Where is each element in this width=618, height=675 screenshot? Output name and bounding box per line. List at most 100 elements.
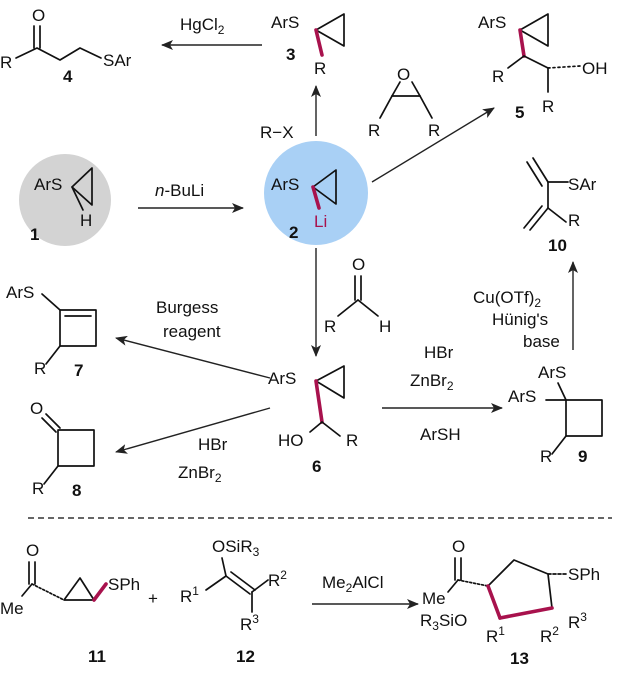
c-r-bond bbox=[314, 28, 324, 57]
carbonyl-bond-2 bbox=[45, 413, 61, 429]
r-label: R bbox=[0, 53, 12, 72]
cyclopropane-ring bbox=[315, 365, 345, 399]
reagent-arsh: ArSH bbox=[420, 425, 461, 444]
ars-label: ArS bbox=[6, 283, 34, 302]
reagent-znbr2: ZnBr2 bbox=[410, 371, 454, 393]
ars-label: ArS bbox=[271, 175, 299, 194]
epoxide-r-bond-2 bbox=[419, 95, 433, 119]
compound-number: 4 bbox=[63, 67, 73, 86]
compound-9: ArS ArS R 9 bbox=[508, 363, 603, 466]
ring-carbinol-bond bbox=[314, 379, 324, 424]
c-r1-bond bbox=[205, 575, 227, 591]
wedge-bond bbox=[92, 582, 108, 602]
cyclopropane-ring bbox=[312, 169, 337, 205]
sph-label: SPh bbox=[568, 565, 600, 584]
c-h-bond bbox=[357, 299, 379, 317]
epoxide-co-bond bbox=[391, 81, 401, 97]
ars-label: ArS bbox=[478, 13, 506, 32]
ars-label: ArS bbox=[271, 13, 299, 32]
osir3-label: OSiR3 bbox=[212, 537, 260, 559]
ring-chain-bond bbox=[518, 28, 526, 58]
h-label: H bbox=[379, 317, 391, 336]
c-li-bond bbox=[311, 185, 321, 210]
diene-bond bbox=[532, 157, 549, 183]
reagent-nbuli: n-BuLi bbox=[155, 181, 204, 200]
compound-number: 11 bbox=[88, 647, 106, 666]
r2-label: R2 bbox=[540, 624, 559, 646]
arrow-6-to-7 bbox=[115, 335, 271, 379]
c-r-bond bbox=[43, 465, 59, 485]
li-label: Li bbox=[314, 212, 327, 231]
sar-label: SAr bbox=[568, 175, 597, 194]
r-label: R bbox=[346, 431, 358, 450]
c-r-bond bbox=[547, 207, 567, 223]
r-label: R bbox=[34, 359, 46, 378]
compound-12: OSiR3 R1 R2 R3 12 bbox=[180, 537, 287, 666]
compound-10: SAr R 10 bbox=[523, 157, 597, 255]
start-circle bbox=[19, 154, 111, 246]
carbon-chain bbox=[15, 47, 102, 61]
c-oh-bond bbox=[309, 421, 323, 433]
hashed-bond bbox=[31, 583, 65, 601]
c-o-bond bbox=[221, 557, 227, 577]
r-label-2: R bbox=[542, 97, 554, 116]
compound-number: 8 bbox=[72, 481, 81, 500]
ars-label: ArS bbox=[34, 175, 62, 194]
o-label: O bbox=[452, 537, 465, 556]
compound-number: 9 bbox=[578, 447, 587, 466]
reagent-burgess-2: reagent bbox=[163, 322, 221, 341]
c-r-bond bbox=[507, 55, 525, 69]
ars-label-2: ArS bbox=[508, 387, 536, 406]
compound-number: 2 bbox=[289, 223, 298, 242]
carbonyl-bond bbox=[41, 417, 57, 433]
diene-bond-2 bbox=[526, 161, 543, 187]
compound-number: 6 bbox=[312, 457, 321, 476]
c-s-bond bbox=[41, 293, 61, 311]
c-r2-bond bbox=[251, 579, 269, 593]
compound-number: 13 bbox=[510, 649, 529, 668]
r1-label: R1 bbox=[180, 584, 199, 606]
compound-3: ArS R 3 bbox=[271, 13, 345, 78]
reagent-hbr: HBr bbox=[198, 435, 228, 454]
chain-bond bbox=[523, 55, 549, 69]
compound-number: 12 bbox=[236, 647, 255, 666]
r-label: R bbox=[540, 447, 552, 466]
compound-5: ArS R R OH 5 bbox=[478, 13, 608, 122]
r-label: R bbox=[568, 211, 580, 230]
o-label: O bbox=[30, 399, 43, 418]
epoxide-co-bond-2 bbox=[411, 81, 421, 97]
reagent-burgess: Burgess bbox=[156, 298, 218, 317]
h-label: H bbox=[80, 211, 92, 230]
r2-label: R2 bbox=[268, 568, 287, 590]
c-s-bond bbox=[557, 382, 567, 401]
c-r-bond bbox=[337, 299, 359, 317]
compound-4: O R SAr 4 bbox=[0, 6, 132, 86]
oh-label: OH bbox=[582, 59, 608, 78]
o-label: O bbox=[26, 541, 39, 560]
ch-bond bbox=[71, 186, 84, 211]
cyclopropane-ring bbox=[63, 577, 95, 601]
alkene-bond bbox=[225, 575, 251, 595]
sar-label: SAr bbox=[103, 51, 132, 70]
r3-label: R3 bbox=[240, 612, 259, 634]
compound-1: ArS H 1 bbox=[19, 154, 111, 246]
new-bond-1 bbox=[486, 584, 502, 620]
ars-label: ArS bbox=[538, 363, 566, 382]
compound-11: O Me SPh 11 bbox=[0, 541, 140, 666]
r-label-2: R bbox=[428, 121, 440, 140]
compound-number: 1 bbox=[30, 225, 39, 244]
reagent-epoxide: O R R bbox=[368, 65, 440, 140]
alkene-bond-2 bbox=[230, 571, 256, 591]
cyclobutanone-ring bbox=[57, 429, 95, 467]
diene-bond-4 bbox=[523, 205, 543, 229]
c-me-bond bbox=[21, 583, 33, 597]
sph-label: SPh bbox=[108, 575, 140, 594]
c-r-bond bbox=[321, 421, 341, 437]
compound-number: 7 bbox=[74, 361, 83, 380]
r-label: R bbox=[314, 59, 326, 78]
arrow-2-to-5 bbox=[371, 107, 495, 183]
c-me-bond bbox=[447, 579, 459, 593]
cyclobutene-ring bbox=[59, 309, 97, 347]
compound-13: O Me SPh R3SiO R1 R2 R3 13 bbox=[420, 537, 600, 668]
